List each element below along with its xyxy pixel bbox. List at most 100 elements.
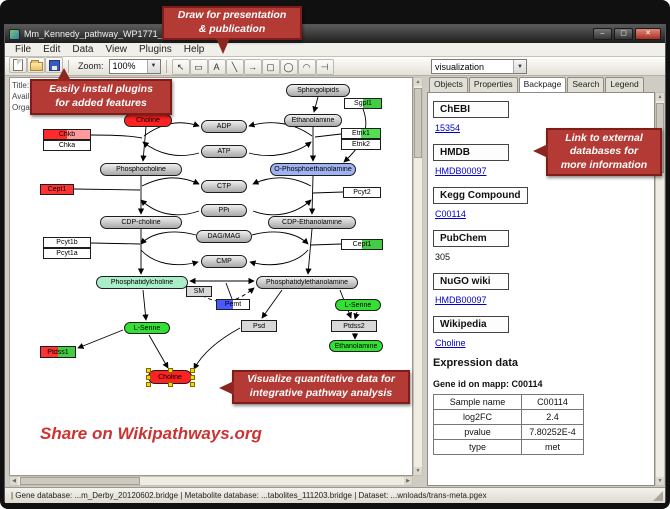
open-file-button[interactable] [27,56,45,73]
datanode-tool[interactable]: ▭ [189,59,208,76]
pathway-node-ethanolamine[interactable]: Ethanolamine [329,340,383,352]
chevron-down-icon[interactable]: ▼ [513,60,526,73]
menu-plugins[interactable]: Plugins [138,44,172,55]
maximize-button[interactable]: ▢ [614,28,633,40]
pathway-node-adp[interactable]: ADP [201,120,247,133]
pathway-node-psd[interactable]: Psd [241,320,277,332]
tbar-tool[interactable]: ⊣ [315,59,334,76]
line-tool[interactable]: ╲ [225,59,244,76]
pathway-node-phosphatidylethanolamine[interactable]: Phosphatidylethanolamine [256,276,358,289]
canvas-vertical-scrollbar[interactable]: ▲ ▼ [413,77,423,476]
pathway-node-atp[interactable]: ATP [201,145,247,158]
scroll-down-icon[interactable]: ▼ [414,467,422,475]
canvas-horizontal-scrollbar[interactable]: ◀ ▶ [9,476,413,486]
node-label: Chka [58,142,76,149]
selection-handle[interactable] [168,368,173,373]
table-cell: type [433,439,522,455]
pathway-node-l-serine[interactable]: L-Serine [335,299,381,311]
tab-objects[interactable]: Objects [429,77,468,92]
tab-backpage[interactable]: Backpage [518,77,567,92]
ellipse-tool[interactable]: ◯ [279,59,298,76]
pathway-node-chkb[interactable]: Chkb [43,129,91,140]
pathway-node-ctp[interactable]: CTP [201,180,247,193]
db-value-kegg-compound[interactable]: C00114 [435,209,466,219]
toolbar-separator [68,59,69,73]
tab-legend[interactable]: Legend [605,77,644,92]
menu-edit[interactable]: Edit [43,44,61,55]
scrollbar-thumb[interactable] [414,88,422,158]
pathway-node-etnk2[interactable]: Etnk2 [341,139,381,150]
menu-data[interactable]: Data [72,44,94,55]
pathway-node-cdp-ethanolamine[interactable]: CDP-Ethanolamine [268,216,356,229]
zoom-combobox[interactable]: 100% ▼ [108,58,161,74]
label-tool[interactable]: A [207,58,226,75]
pathway-node-pcyt2[interactable]: Pcyt2 [343,187,381,198]
pathway-edge [142,141,200,156]
pathway-node-ptdss2[interactable]: Ptdss2 [331,320,377,332]
callout-pointer-icon [57,68,71,81]
pathway-node-cdp-choline[interactable]: CDP-choline [100,216,182,229]
zoom-value: 100% [112,61,136,71]
scrollbar-thumb[interactable] [20,477,140,485]
scroll-down-icon[interactable]: ▼ [656,477,664,485]
close-button[interactable]: ✕ [635,28,661,40]
pathway-node-l-serine[interactable]: L-Serine [124,322,170,334]
pathway-node-phosphatidylcholine[interactable]: Phosphatidylcholine [96,276,188,289]
scroll-up-icon[interactable]: ▲ [414,78,422,86]
pathway-node-choline[interactable]: Choline [146,368,195,387]
info-line: Avail [12,92,30,101]
new-file-button[interactable] [9,56,27,73]
minimize-button[interactable]: – [593,28,612,40]
chevron-down-icon[interactable]: ▼ [146,59,160,73]
pathway-node-ppi[interactable]: PPi [201,204,247,217]
scroll-right-icon[interactable]: ▶ [404,477,412,485]
selection-handle[interactable] [168,382,173,387]
tab-properties[interactable]: Properties [468,77,518,92]
node-label: ATP [217,148,231,155]
pathway-node-pcyt1a[interactable]: Pcyt1a [43,248,91,259]
pathway-node-ethanolamine[interactable]: Ethanolamine [284,114,342,127]
floppy-icon [48,59,60,71]
menu-file[interactable]: File [15,44,32,55]
selection-handle[interactable] [146,375,151,380]
visualization-combobox[interactable]: visualization ▼ [431,59,527,74]
arrow-tool[interactable]: → [243,58,262,75]
menu-view[interactable]: View [105,44,127,55]
title-bar[interactable]: Mm_Kennedy_pathway_WP1771_45176.gp –▢✕ [5,25,665,43]
pathway-node-o-phosphoethanolamine[interactable]: O-Phosphoethanolamine [270,163,356,176]
scroll-left-icon[interactable]: ◀ [10,477,18,485]
pathway-node-sphingolipids[interactable]: Sphingolipids [286,84,350,97]
selection-handle[interactable] [190,368,195,373]
menu-help[interactable]: Help [183,44,205,55]
pathway-node-phosphocholine[interactable]: Phosphocholine [100,163,182,176]
pathway-node-pcyt1b[interactable]: Pcyt1b [43,237,91,248]
db-value-hmdb[interactable]: HMDB00097 [435,166,487,176]
pathway-node-choline[interactable]: Choline [124,114,172,127]
pathway-node-cmp[interactable]: CMP [201,255,247,268]
pathway-node-sm[interactable]: SM [186,286,212,297]
selection-handle[interactable] [190,382,195,387]
pathway-node-dag-mag[interactable]: DAG/MAG [196,230,252,243]
pathway-node-cept1[interactable]: Cept1 [341,239,383,250]
scroll-up-icon[interactable]: ▲ [656,93,664,101]
pointer-tool[interactable]: ↖ [171,59,190,76]
toolbar-separator [165,59,167,73]
rectangle-tool[interactable]: ▢ [261,59,280,76]
pathway-node-sgpl1[interactable]: Sgpl1 [344,98,382,109]
db-value-nugo-wiki[interactable]: HMDB00097 [435,295,487,305]
db-value-wikipedia[interactable]: Choline [435,338,466,348]
selection-handle[interactable] [146,382,151,387]
selection-handle[interactable] [190,375,195,380]
pathway-node-pemt[interactable]: Pemt [216,299,250,310]
pathway-node-chka[interactable]: Chka [43,140,91,151]
selection-handle[interactable] [146,368,151,373]
db-header-wikipedia: Wikipedia [433,316,509,333]
tab-search[interactable]: Search [567,77,605,92]
pathway-node-etnk1[interactable]: Etnk1 [341,128,381,139]
arc-tool[interactable]: ◠ [297,59,316,76]
pathway-node-ptdss1[interactable]: Ptdss1 [40,346,76,358]
resize-grip[interactable] [653,491,663,501]
db-value-chebi[interactable]: 15354 [435,123,461,133]
pathway-node-cept1[interactable]: Cept1 [40,184,74,195]
